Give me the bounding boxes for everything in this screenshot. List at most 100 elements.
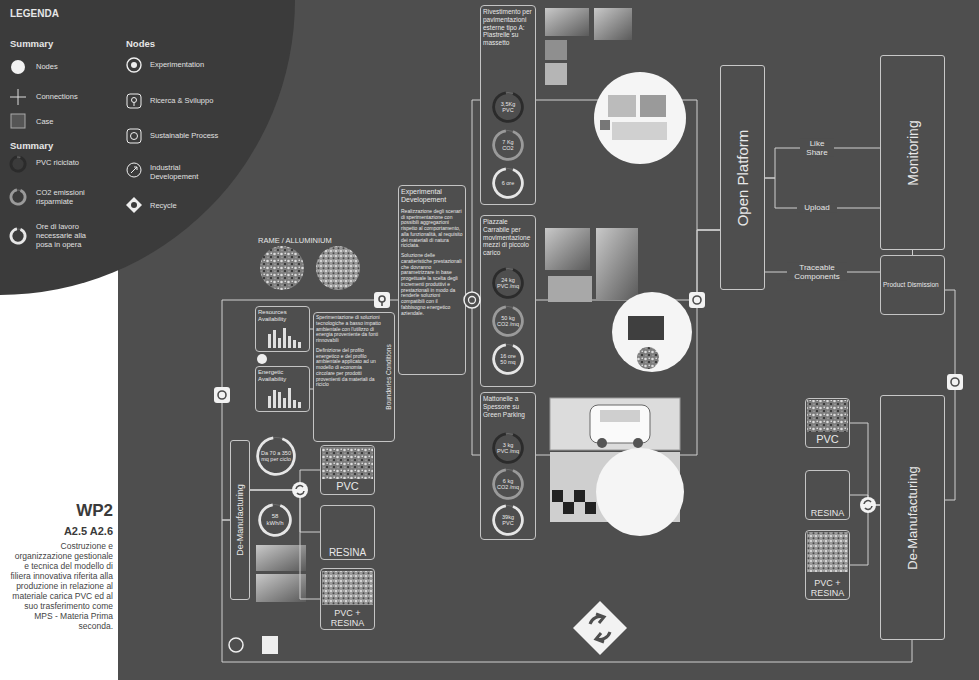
- legend-text: Ore di lavoro necessarie alla posa in op…: [36, 222, 91, 249]
- pvc-texture: [322, 447, 373, 479]
- legend-ring-symbol: [10, 189, 27, 206]
- legend-text: Experimentation: [150, 60, 230, 69]
- legend-disc: [0, 0, 295, 295]
- text-label: A2.5 A2.6: [8, 525, 113, 537]
- connector-label: Like Share: [800, 139, 834, 157]
- legend-symbol: [127, 129, 141, 143]
- node-text: Definizione del profilo energetico e del…: [316, 348, 382, 388]
- node-text: Da 70 a 350 mq per ciclo: [256, 450, 296, 462]
- flow-connector: [466, 300, 480, 455]
- node-text: Soluzione delle caratteristiche prestazi…: [401, 253, 463, 316]
- connector-label: Upload: [797, 203, 837, 212]
- node-text: 3 kg PVC /mq: [492, 442, 524, 454]
- ring-arc: [492, 305, 524, 336]
- process-photo: [256, 574, 306, 602]
- parking-drawing: [550, 398, 684, 536]
- copper-texture: [260, 246, 304, 290]
- node-text: 39kg PVC: [492, 514, 524, 526]
- material-box: PVC: [805, 398, 850, 448]
- node-text: 7 Kg CO2: [492, 139, 524, 151]
- node-text: De-Manufacturing: [235, 484, 246, 556]
- node-text: Product Dismission: [883, 281, 939, 289]
- legend-text: Ricerca & Sviluppo: [150, 96, 230, 105]
- process-photo: [256, 545, 306, 571]
- legend-text: Industrial Developement: [150, 163, 220, 181]
- flow-connector: [250, 490, 320, 599]
- sustainable-process-icon: [947, 374, 963, 390]
- pvc-ring: 39kg PVC: [492, 504, 524, 536]
- aluminium-texture: [316, 246, 360, 290]
- legend-ring-symbol: [10, 156, 27, 173]
- research-icon: [374, 292, 390, 308]
- node-text: 6 ore: [492, 180, 524, 186]
- availability-box: Resources Availability: [255, 306, 310, 352]
- case-box: Rivestimento per pavimentazioni esterne …: [480, 5, 536, 205]
- hours-ring: 6 ore: [492, 167, 524, 199]
- node-text: Sperimentazione di soluzioni tecnologich…: [316, 315, 382, 344]
- legend-experimentation-symbol: [127, 58, 141, 72]
- node-text: 24 kg PVC /mq: [492, 277, 524, 289]
- diagram-title: WP2: [8, 501, 113, 521]
- flow-connector: [250, 470, 320, 490]
- demanufacturing-box: De-Manufacturing: [880, 395, 945, 640]
- node-text: Resources Availability: [258, 309, 307, 323]
- ring-arc: [492, 468, 524, 499]
- experimentation-icon: [464, 292, 480, 308]
- text-label: RAME / ALLUMINIUM: [258, 236, 332, 245]
- node-text: PVC + RESINA: [322, 609, 373, 628]
- material-box: PVC + RESINA: [320, 568, 375, 630]
- cycle-ring: Da 70 a 350 mq per ciclo: [256, 436, 296, 476]
- co2-ring: 50 kg CO2 /mq: [492, 305, 524, 337]
- node-text: Energetic Availability: [258, 369, 307, 383]
- node-text: Rivestimento per pavimentazioni esterne …: [483, 8, 533, 47]
- node-text: RESINA: [322, 548, 373, 559]
- legend-text: Sustainable Process: [150, 131, 230, 140]
- node-text: Monitoring: [904, 120, 921, 185]
- legend-symbol: [11, 60, 25, 74]
- ring-arc: [492, 167, 524, 198]
- legend-symbol: [10, 228, 27, 245]
- node-text: Piazzale Carrabile per movimentazione me…: [483, 218, 533, 257]
- ring-arc: [256, 436, 296, 475]
- text-label: Summary: [10, 38, 53, 49]
- node-text: 58 kWh/h: [258, 513, 292, 526]
- node-text: Open Platform: [734, 129, 752, 226]
- legend-text: Connections: [36, 92, 96, 101]
- flow-connector: [945, 290, 955, 500]
- legend-symbol: [11, 114, 25, 128]
- material-box: PVC + RESINA: [805, 530, 850, 600]
- flow-connector: [310, 329, 313, 330]
- conditions-box: Sperimentazione di soluzioni tecnologich…: [313, 312, 395, 442]
- legend-symbol: [127, 163, 141, 177]
- recycle-icon: [292, 482, 308, 498]
- node-text: Boundaries Conditions: [385, 344, 393, 409]
- sustainable-process-icon: [689, 292, 705, 308]
- node-text: Mattonelle a Spessore su Green Parking: [483, 395, 533, 418]
- bin-icon: [262, 636, 278, 654]
- legend-research-symbol: [127, 94, 141, 108]
- flow-connector: [222, 520, 912, 662]
- legend-text: Recycle: [150, 201, 220, 210]
- node-text: 50 kg CO2 /mq: [492, 315, 524, 327]
- legend-text: PVC riciclato: [36, 158, 91, 167]
- flow-connector: [250, 490, 320, 532]
- flow-connector: [222, 300, 398, 520]
- ring-arc: [492, 504, 524, 535]
- ring-arc: [492, 343, 524, 374]
- node-text: PVC + RESINA: [807, 579, 848, 598]
- legend-case-symbol: [11, 114, 25, 128]
- legend-sustainable-symbol: [127, 129, 141, 143]
- pvc-ring: 3 kg PVC /mq: [492, 432, 524, 464]
- node-text: RESINA: [807, 509, 848, 518]
- process-box: Experimental DevelopementRealizzazione d…: [398, 185, 466, 375]
- globe-icon: [229, 638, 243, 652]
- legend-symbol: [10, 189, 27, 206]
- pvc-ring: 24 kg PVC /mq: [492, 267, 524, 299]
- legend-recycle-core: [131, 202, 137, 208]
- ring-arc: [258, 503, 292, 536]
- flow-connector: [310, 389, 313, 390]
- pvc-resin-texture: [807, 532, 848, 572]
- text-label: Nodes: [126, 38, 155, 49]
